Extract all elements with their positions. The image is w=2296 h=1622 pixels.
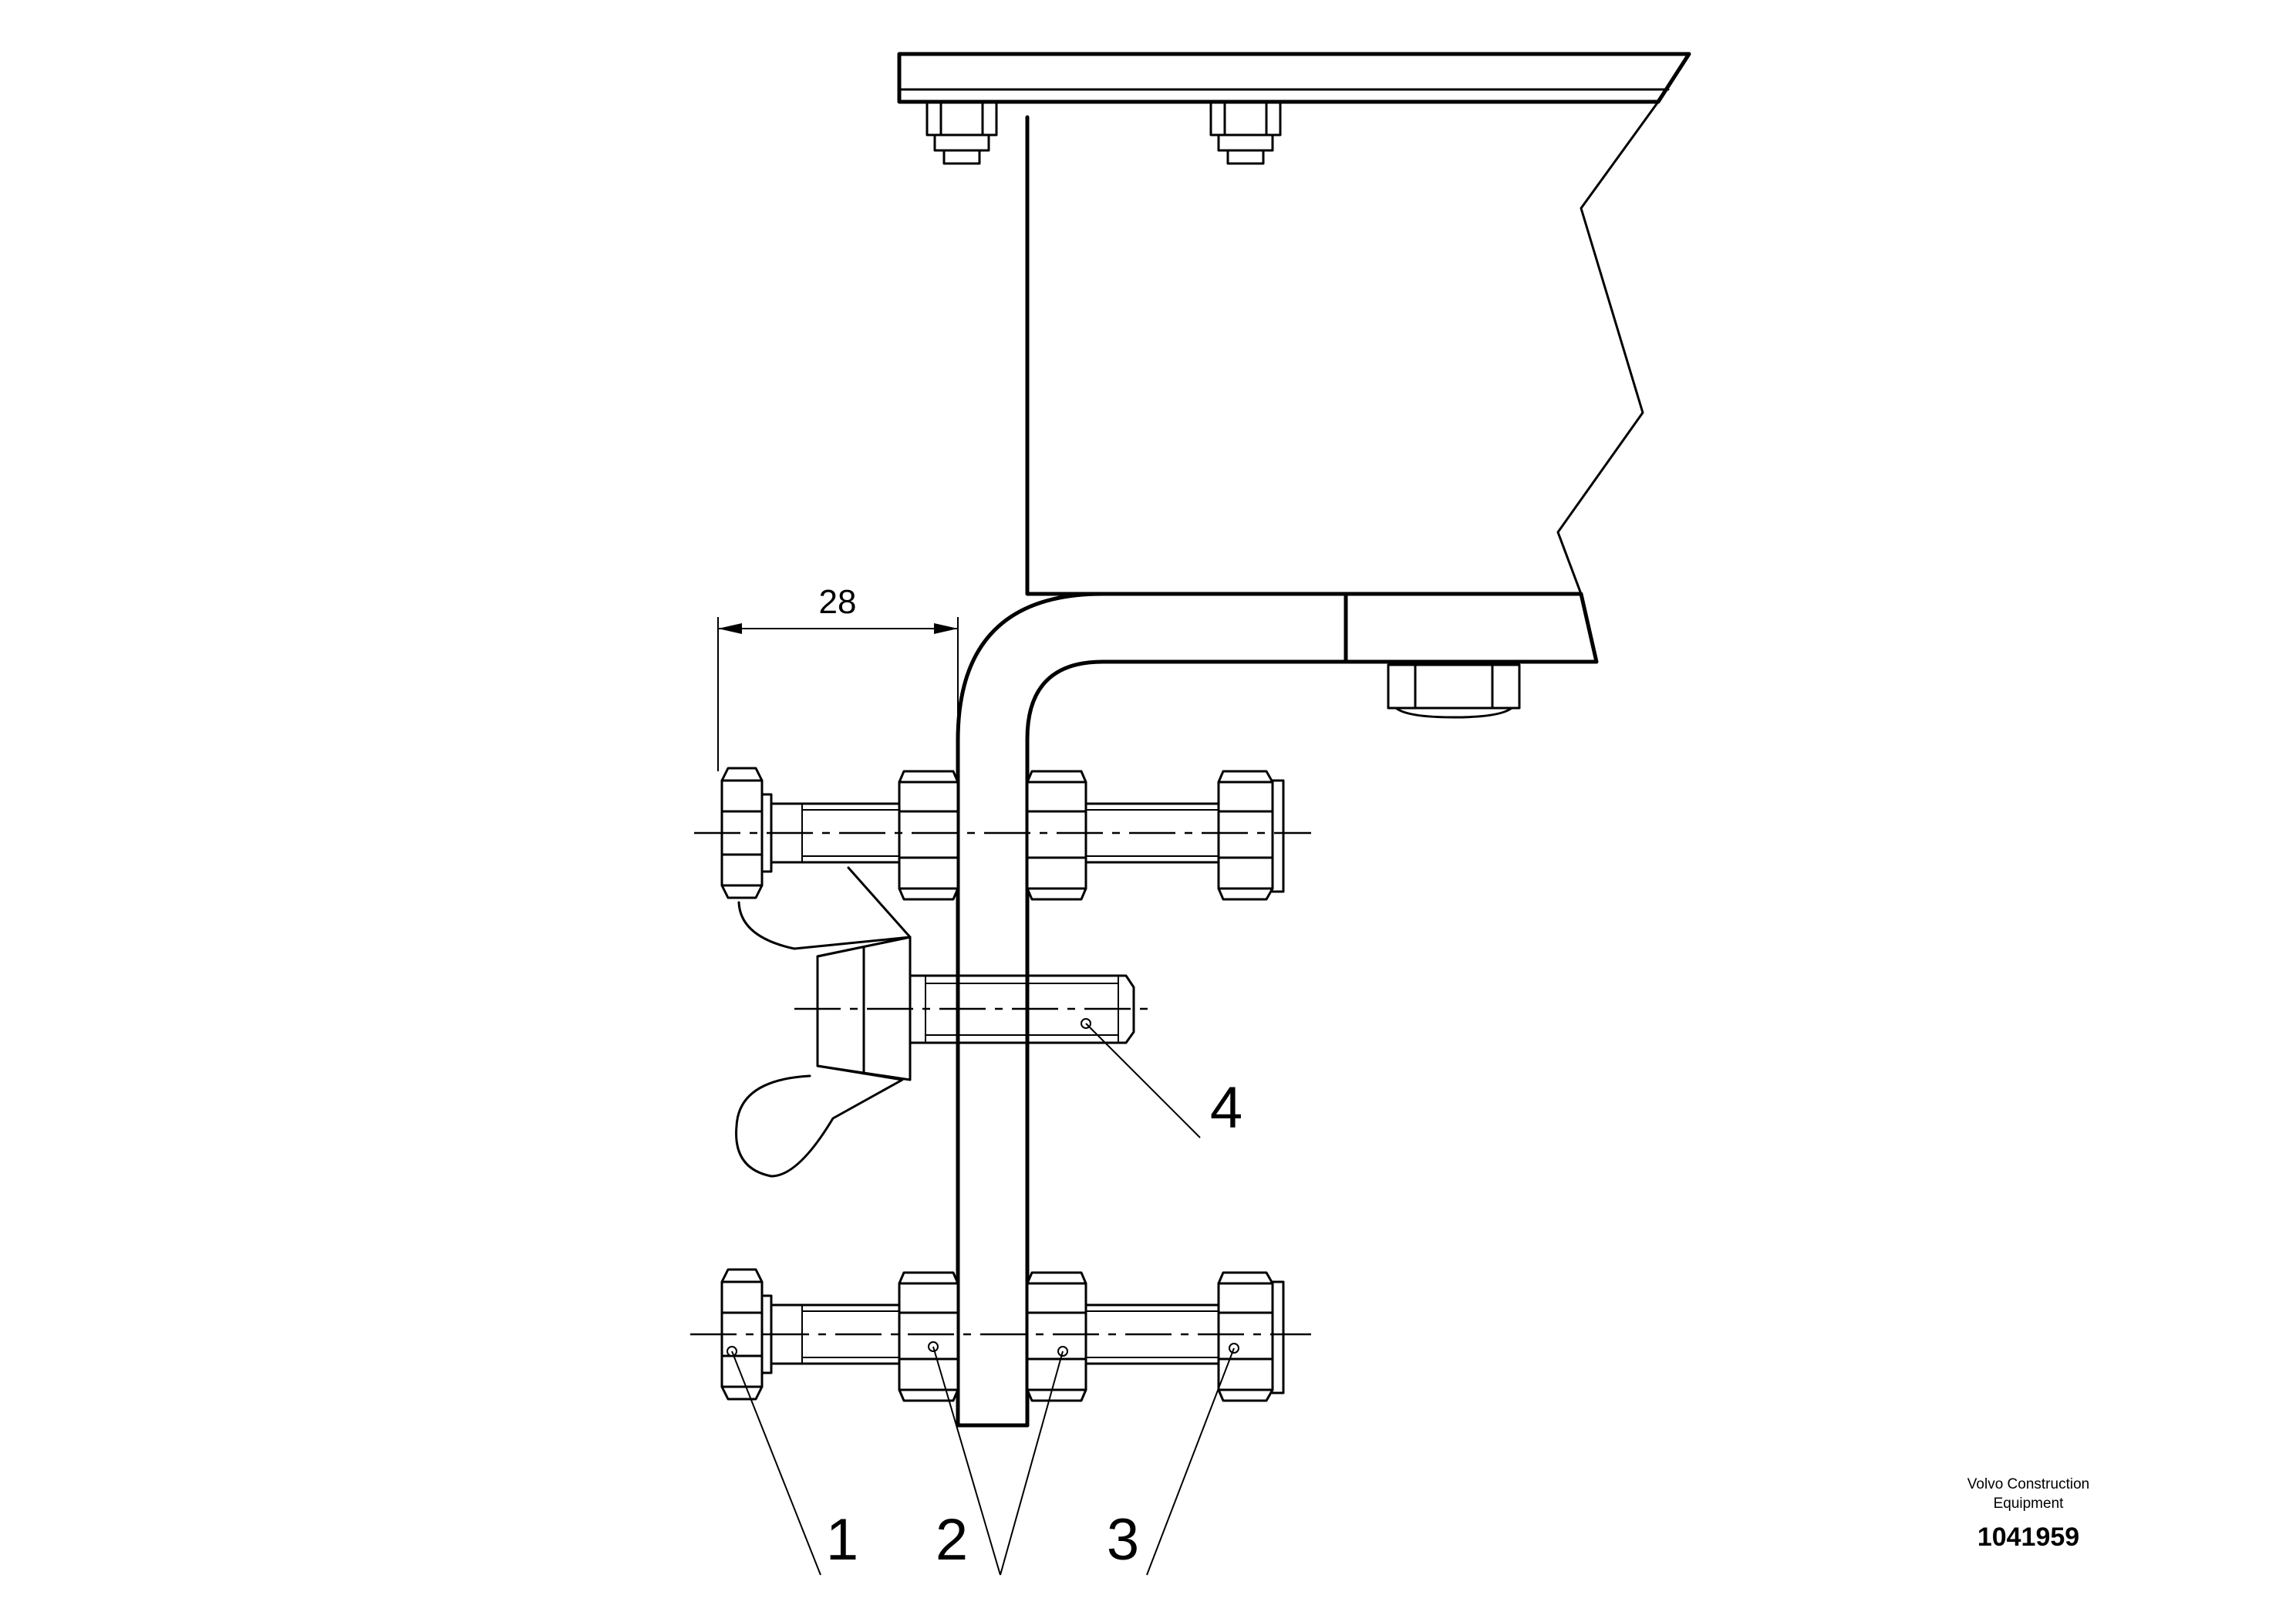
top-mounting-plate	[897, 52, 1691, 104]
callout-3: 3	[1107, 1507, 1139, 1573]
callout-labels: 1 2 3 4	[826, 1075, 1242, 1573]
top-plate-nut-left	[925, 100, 998, 165]
housing-nut	[1387, 663, 1521, 719]
housing-body	[1025, 100, 1660, 664]
dimension-label: 28	[819, 583, 857, 621]
wing-screw	[735, 866, 1157, 1178]
top-plate-nut-right	[1209, 100, 1282, 165]
callout-1: 1	[826, 1507, 858, 1573]
callout-leaders	[727, 1018, 1239, 1576]
dimension-28: 28	[717, 583, 959, 771]
company-name-line-2: Equipment	[1993, 1496, 2064, 1512]
callout-2: 2	[936, 1507, 968, 1573]
document-number: 1041959	[1977, 1523, 2080, 1552]
l-bracket	[956, 592, 1348, 1428]
upper-nut-right-bracket	[1026, 770, 1087, 901]
upper-bolt-assembly	[694, 767, 1311, 901]
lower-nut-right-bracket	[1026, 1271, 1087, 1402]
lower-bolt-assembly	[690, 1268, 1311, 1402]
callout-4: 4	[1210, 1075, 1242, 1141]
lower-nut-left-bracket	[898, 1271, 959, 1402]
document-info-block: Volvo Construction Equipment 1041959	[1928, 1475, 2129, 1553]
lower-end-nut	[1217, 1271, 1285, 1402]
upper-end-nut	[1217, 770, 1285, 901]
upper-nut-left-bracket	[898, 770, 959, 901]
company-name-line-1: Volvo Construction	[1967, 1476, 2090, 1492]
